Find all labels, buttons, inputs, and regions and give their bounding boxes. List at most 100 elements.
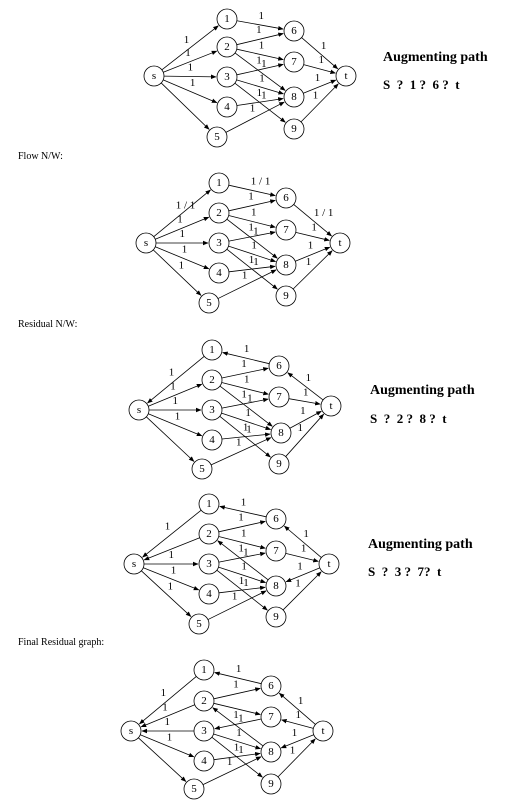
node-circle (270, 422, 292, 444)
edge-label-2-8: 1 (261, 58, 267, 70)
node-s: s (123, 553, 145, 575)
edge-label-3-7: 1 (256, 55, 262, 67)
node-8: 8 (265, 575, 287, 597)
edge-2-6 (221, 367, 269, 379)
edge-3-9 (211, 736, 263, 778)
node-circle (260, 706, 282, 728)
node-circle (198, 523, 220, 545)
node-label: 2 (224, 41, 230, 53)
edge-9-t (285, 413, 325, 457)
node-8: 8 (260, 741, 282, 763)
edge-label-2-7: 1 (244, 374, 250, 386)
edge-label-2-6: 1 (238, 512, 244, 524)
node-9: 9 (275, 285, 297, 307)
edge-label-s-4: 1 (190, 77, 196, 89)
node-circle (283, 20, 305, 42)
node-label: 1 (201, 664, 207, 676)
edge-s-5 (152, 249, 202, 296)
edge-label-t-8: 1 (292, 727, 298, 739)
aug-path-1: S ? 1 ? 6 ? t (383, 77, 460, 92)
node-s: s (143, 65, 165, 87)
node-circle (193, 659, 215, 681)
node-circle (201, 429, 223, 451)
node-label: 2 (201, 695, 207, 707)
edge-2-6 (228, 199, 276, 212)
edge-label-t-6: 1 (298, 695, 304, 707)
node-6: 6 (268, 355, 290, 377)
edge-label-4-8: 1 (239, 575, 245, 587)
node-6: 6 (275, 187, 297, 209)
node-circle (198, 292, 220, 314)
node-label: t (338, 237, 341, 249)
edge-4-8 (228, 264, 276, 273)
node-label: 8 (273, 580, 279, 592)
node-circle (312, 720, 334, 742)
node-label: 6 (283, 192, 289, 204)
edge-label-3-8: 1 (236, 727, 242, 739)
node-circle (283, 118, 305, 140)
node-label: 9 (283, 290, 289, 302)
edge-label-7-t: 1 (319, 54, 325, 66)
node-3: 3 (208, 232, 230, 254)
edge-label-3-9: 1 (238, 744, 244, 756)
node-1: 1 (193, 659, 215, 681)
edge-s-2 (155, 216, 210, 240)
node-label: t (329, 400, 332, 412)
edge-label-8-t: 1 (308, 239, 314, 251)
node-circle (120, 720, 142, 742)
node-8: 8 (283, 86, 305, 108)
edge-1-6 (228, 184, 276, 197)
edge-label-5-8: 1 (236, 437, 242, 449)
edge-3-7 (218, 551, 266, 563)
node-5: 5 (198, 292, 220, 314)
node-9: 9 (268, 453, 290, 475)
edge-3-8 (213, 733, 262, 750)
node-label: 7 (283, 224, 289, 236)
edge-t-6 (278, 692, 316, 725)
node-9: 9 (283, 118, 305, 140)
edge-2-8 (234, 52, 286, 91)
node-1: 1 (201, 339, 223, 361)
edge-label-3-9: 1 (243, 577, 249, 589)
node-label: 7 (273, 545, 279, 557)
aug-path-2: S ? 2 ? 8 ? t (370, 411, 447, 426)
edge-label-s-4: 1 (182, 243, 188, 255)
node-t: t (312, 720, 334, 742)
edge-label-s-1: 1 (184, 34, 190, 46)
edge-label-s-5: 1 (179, 260, 185, 272)
edge-8-t (295, 246, 331, 262)
node-circle (216, 8, 238, 30)
edge-label-6-t: 1 (321, 40, 327, 52)
node-circle (143, 65, 165, 87)
edge-8-t (289, 410, 322, 429)
node-label: 6 (268, 680, 274, 692)
edge-s-4 (143, 567, 200, 591)
edge-5-8 (202, 756, 262, 786)
node-label: 5 (206, 297, 212, 309)
edge-9-t (277, 738, 316, 778)
node-circle (201, 369, 223, 391)
edge-6-1 (222, 351, 270, 365)
node-s: s (135, 232, 157, 254)
node-circle (128, 399, 150, 421)
edge-5-8 (207, 590, 267, 620)
node-circle (208, 202, 230, 224)
edge-2-7 (221, 382, 269, 396)
node-circle (268, 453, 290, 475)
edge-3-7 (221, 397, 269, 409)
edge-label-8-2: 1 (243, 546, 249, 558)
node-label: 8 (268, 746, 274, 758)
node-9: 9 (260, 773, 282, 795)
edge-label-2-6: 1 (241, 358, 247, 370)
edge-label-8-2: 1 (238, 713, 244, 725)
edge-label-3-9: 1 (261, 89, 267, 101)
edge-label-1-6: 1 / 1 (251, 176, 271, 188)
edge-label-s-3: 1 (188, 62, 194, 74)
node-t: t (329, 232, 351, 254)
edge-5-8 (210, 437, 272, 466)
node-label: 1 (209, 344, 215, 356)
edge-8-2 (212, 707, 264, 747)
edge-s-4 (155, 246, 210, 270)
edge-s-4 (140, 734, 195, 758)
node-label: 5 (191, 783, 197, 795)
